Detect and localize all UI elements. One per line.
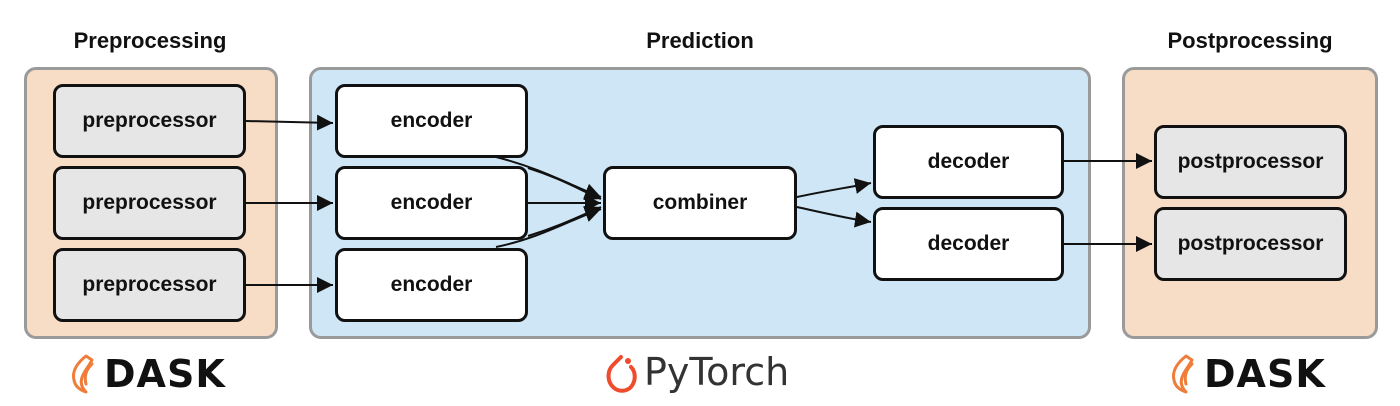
dask-flame-icon <box>72 354 94 394</box>
pytorch-logo: PyTorch <box>604 350 789 394</box>
dask-logo-text-left: DASK <box>104 352 226 396</box>
edge-combiner-decoder-2 <box>796 206 872 228</box>
postprocessing-panel <box>1122 67 1378 339</box>
dask-flame-icon <box>1172 354 1194 394</box>
encoder-node-3: encoder <box>335 248 528 322</box>
edge-combiner-decoder-1 <box>796 178 872 198</box>
encoder-node-2: encoder <box>335 166 528 240</box>
decoder-node-2: decoder <box>873 207 1064 281</box>
pytorch-logo-text: PyTorch <box>644 350 790 394</box>
edge-preprocessor-1-encoder-1 <box>245 114 334 131</box>
preprocessor-node-1: preprocessor <box>53 84 246 158</box>
preprocessor-node-2: preprocessor <box>53 166 246 240</box>
dask-logo-left: DASK <box>66 352 226 396</box>
postprocessor-node-1: postprocessor <box>1154 125 1347 199</box>
preprocessor-node-3: preprocessor <box>53 248 246 322</box>
postprocessor-node-2: postprocessor <box>1154 207 1347 281</box>
dask-logo-right: DASK <box>1166 352 1326 396</box>
pytorch-flame-icon <box>606 355 637 393</box>
combiner-node: combiner <box>603 166 797 240</box>
dask-logo-text-right: DASK <box>1204 352 1326 396</box>
edge-encoder-1-combiner-b <box>527 167 602 201</box>
encoder-node-1: encoder <box>335 84 528 158</box>
section-title-postprocessing: Postprocessing <box>1167 28 1333 53</box>
edge-encoder-3-combiner-b <box>527 205 602 237</box>
section-title-prediction: Prediction <box>646 28 754 53</box>
decoder-node-1: decoder <box>873 125 1064 199</box>
section-title-preprocessing: Preprocessing <box>73 28 227 53</box>
